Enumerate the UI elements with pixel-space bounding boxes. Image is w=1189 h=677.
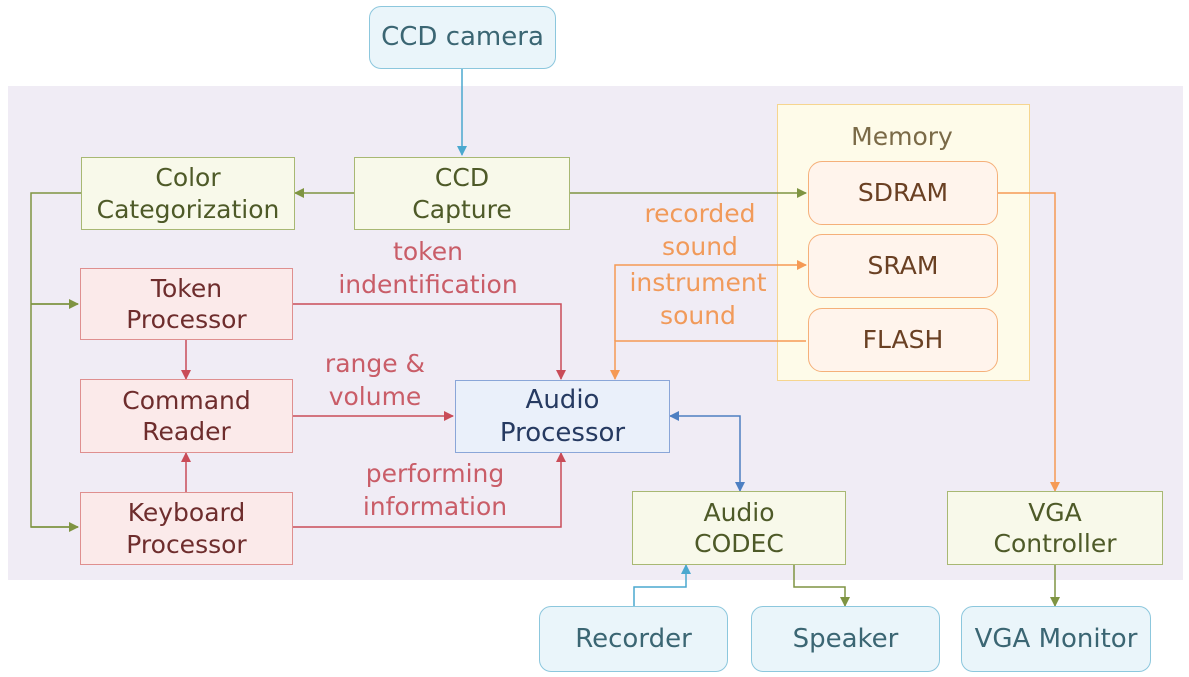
- range-volume-label: range & volume: [300, 348, 450, 413]
- performing-information-label: performing information: [340, 458, 530, 523]
- performing-information-line2: information: [362, 491, 508, 521]
- token-processor-node: Token Processor: [80, 268, 293, 340]
- wire-flash-audio: [610, 340, 806, 380]
- color-categorization-node: Color Categorization: [81, 157, 295, 230]
- ccd-capture-line1: CCD: [434, 163, 490, 193]
- wire-codec-speaker: [793, 565, 850, 607]
- instrument-sound-line2: sound: [660, 300, 736, 330]
- vga-controller-line1: VGA: [1028, 497, 1082, 527]
- sram-node: SRAM: [808, 234, 998, 298]
- command-reader-node: Command Reader: [80, 379, 293, 453]
- flash-node: FLASH: [808, 308, 998, 372]
- wire-keyboard-audio: [293, 452, 566, 528]
- range-volume-line1: range &: [324, 349, 426, 378]
- recorded-sound-label: recorded sound: [620, 198, 780, 263]
- audio-processor-line1: Audio: [525, 385, 600, 415]
- ccd-camera-node: CCD camera: [369, 6, 556, 69]
- token-identification-line1: token: [393, 237, 463, 266]
- speaker-label: Speaker: [792, 623, 899, 654]
- token-identification-line2: indentification: [338, 269, 518, 299]
- color-categorization-line2: Categorization: [96, 194, 280, 224]
- command-reader-line1: Command: [122, 385, 251, 415]
- wire-sdram-vga: [998, 192, 1060, 492]
- performing-information-line1: performing: [365, 459, 505, 488]
- command-reader-line2: Reader: [142, 417, 231, 446]
- recorder-label: Recorder: [575, 623, 692, 654]
- memory-title: Memory: [851, 122, 953, 151]
- wire-token-audio: [293, 303, 566, 380]
- vga-controller-line2: Controller: [993, 529, 1117, 558]
- recorder-node: Recorder: [539, 606, 728, 672]
- audio-processor-node: Audio Processor: [455, 380, 670, 453]
- ccd-capture-line2: Capture: [412, 194, 512, 224]
- vga-controller-node: VGA Controller: [947, 491, 1163, 565]
- wire-recorder-codec: [633, 564, 691, 606]
- keyboard-processor-line2: Processor: [126, 529, 247, 559]
- ccd-camera-label: CCD camera: [381, 22, 544, 53]
- vga-monitor-node: VGA Monitor: [961, 606, 1151, 672]
- instrument-sound-label: instrument sound: [613, 267, 783, 332]
- wire-audio-codec: [669, 411, 745, 492]
- wire-sram-branch: [614, 260, 807, 341]
- sram-label: SRAM: [867, 251, 939, 281]
- token-processor-line1: Token: [150, 273, 223, 303]
- audio-codec-node: Audio CODEC: [632, 491, 846, 565]
- audio-processor-line2: Processor: [499, 417, 626, 448]
- token-processor-line2: Processor: [126, 305, 247, 334]
- sdram-label: SDRAM: [857, 178, 949, 208]
- color-categorization-line1: Color: [155, 163, 221, 193]
- speaker-node: Speaker: [751, 606, 940, 672]
- ccd-capture-node: CCD Capture: [354, 157, 570, 230]
- instrument-sound-line1: instrument: [629, 268, 767, 297]
- audio-codec-line1: Audio: [703, 497, 775, 527]
- sdram-node: SDRAM: [808, 161, 998, 225]
- token-identification-label: token indentification: [318, 236, 538, 301]
- recorded-sound-line1: recorded: [644, 199, 756, 228]
- flash-label: FLASH: [862, 325, 944, 355]
- audio-codec-line2: CODEC: [694, 529, 784, 558]
- keyboard-processor-line1: Keyboard: [127, 498, 246, 528]
- recorded-sound-line2: sound: [662, 231, 738, 261]
- vga-monitor-label: VGA Monitor: [974, 623, 1138, 654]
- range-volume-line2: volume: [328, 381, 422, 411]
- keyboard-processor-node: Keyboard Processor: [80, 492, 293, 565]
- wire-color-processors: [30, 192, 81, 528]
